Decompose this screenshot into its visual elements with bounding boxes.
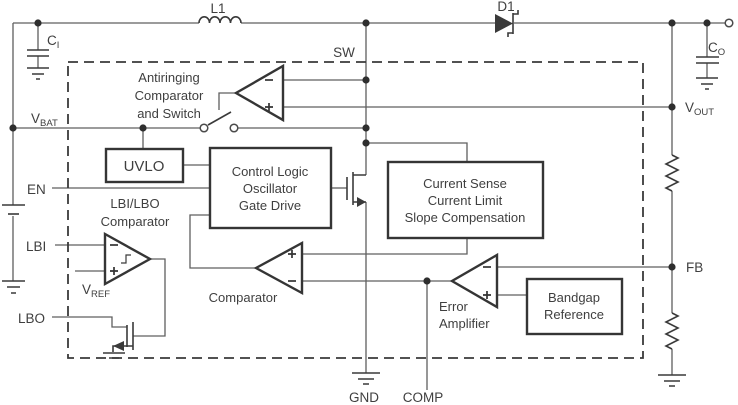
antiringing-caption: Antiringing Comparator and Switch xyxy=(135,70,204,121)
label-vbat-sub: BAT xyxy=(40,118,58,129)
current-sense-wires xyxy=(302,142,468,255)
label-l1: L1 xyxy=(210,1,225,16)
label-sw: SW xyxy=(333,45,355,60)
label-ci: CI xyxy=(47,33,59,51)
label-co-main: C xyxy=(708,40,718,55)
main-mosfet xyxy=(346,172,366,207)
uvlo-label: UVLO xyxy=(124,158,165,175)
label-lbi: LBI xyxy=(26,239,46,254)
error-amp-wires xyxy=(497,266,672,296)
output-terminal-circle xyxy=(724,18,734,28)
divider-ground xyxy=(658,374,686,387)
lbi-lbo-caption-line1: LBI/LBO xyxy=(110,196,159,211)
antiringing-caption-line3: and Switch xyxy=(137,106,201,121)
label-co-sub: O xyxy=(718,47,725,58)
lbi-lbo-caption-line2: Comparator xyxy=(101,214,170,229)
battery-ground xyxy=(2,280,25,294)
wires xyxy=(12,22,725,390)
label-d1: D1 xyxy=(497,0,514,14)
comparator-caption: Comparator xyxy=(209,290,278,305)
current-sense-line1: Current Sense xyxy=(423,176,507,191)
lbo-gate-wire xyxy=(52,316,127,328)
error-amp-caption-line2: Amplifier xyxy=(439,316,490,331)
control-logic-block: Control Logic Oscillator Gate Drive xyxy=(208,146,333,230)
uvlo-block: UVLO xyxy=(104,147,185,184)
antiringing-caption-line1: Antiringing xyxy=(138,70,199,85)
error-amp-caption-line1: Error xyxy=(439,299,469,314)
inductor-l1 xyxy=(198,16,242,24)
label-gnd: GND xyxy=(349,390,379,405)
ci-ground xyxy=(27,67,49,80)
control-logic-line2: Oscillator xyxy=(243,181,298,196)
error-amp-caption: Error Amplifier xyxy=(439,299,490,331)
antiringing-comparator xyxy=(233,63,285,123)
label-vref: VREF xyxy=(82,282,110,300)
input-cap-ci xyxy=(27,49,49,80)
label-vbat: VBAT xyxy=(31,111,58,129)
label-vref-sub: REF xyxy=(91,289,110,300)
label-fb: FB xyxy=(686,260,703,275)
current-sense-line2: Current Limit xyxy=(428,193,503,208)
label-comp: COMP xyxy=(403,390,444,405)
bandgap-line1: Bandgap xyxy=(548,290,600,305)
lbi-lbo-caption: LBI/LBO Comparator xyxy=(101,196,170,229)
bandgap-block: Bandgap Reference xyxy=(525,277,624,336)
label-vout-sub: OUT xyxy=(694,107,714,118)
antiringing-switch xyxy=(199,111,239,133)
co-ground xyxy=(696,77,718,90)
label-vout-main: V xyxy=(685,100,694,115)
lbo-ground xyxy=(103,352,125,359)
label-vbat-main: V xyxy=(31,111,40,126)
lbo-output-wire xyxy=(133,258,166,337)
lbi-lbo-comparator xyxy=(103,231,153,287)
current-sense-line3: Slope Compensation xyxy=(405,210,526,225)
control-logic-line1: Control Logic xyxy=(232,164,309,179)
label-vref-main: V xyxy=(82,282,91,297)
label-ci-sub: I xyxy=(57,40,60,51)
plus-sign xyxy=(288,250,296,258)
label-en: EN xyxy=(27,182,46,197)
label-co: CO xyxy=(708,40,725,58)
feedback-divider-r1 xyxy=(664,154,680,192)
label-vout: VOUT xyxy=(685,100,714,118)
control-logic-line3: Gate Drive xyxy=(239,198,301,213)
antiringing-caption-line2: Comparator xyxy=(135,88,204,103)
output-cap-co xyxy=(696,56,719,90)
battery xyxy=(2,204,25,294)
antiringing-input-wires xyxy=(283,79,672,108)
schottky-diode-d1 xyxy=(495,10,519,37)
current-sense-block: Current Sense Current Limit Slope Compen… xyxy=(386,160,545,240)
plus-sign xyxy=(110,267,118,275)
label-ci-main: C xyxy=(47,33,57,48)
antiringing-output-wire xyxy=(218,92,236,110)
bandgap-line2: Reference xyxy=(544,307,604,322)
plus-sign xyxy=(265,103,273,111)
power-ground xyxy=(352,372,380,385)
hysteresis-icon xyxy=(121,254,131,264)
ic-boundary xyxy=(67,61,644,359)
junction-dots xyxy=(9,19,711,285)
feedback-divider-r2 xyxy=(664,312,680,350)
lbo-mosfet xyxy=(103,322,134,359)
lbi-vref-wires xyxy=(55,244,105,272)
pwm-comparator xyxy=(253,240,304,296)
plus-sign xyxy=(483,291,491,299)
label-lbo: LBO xyxy=(18,311,45,326)
error-amplifier xyxy=(449,252,499,310)
